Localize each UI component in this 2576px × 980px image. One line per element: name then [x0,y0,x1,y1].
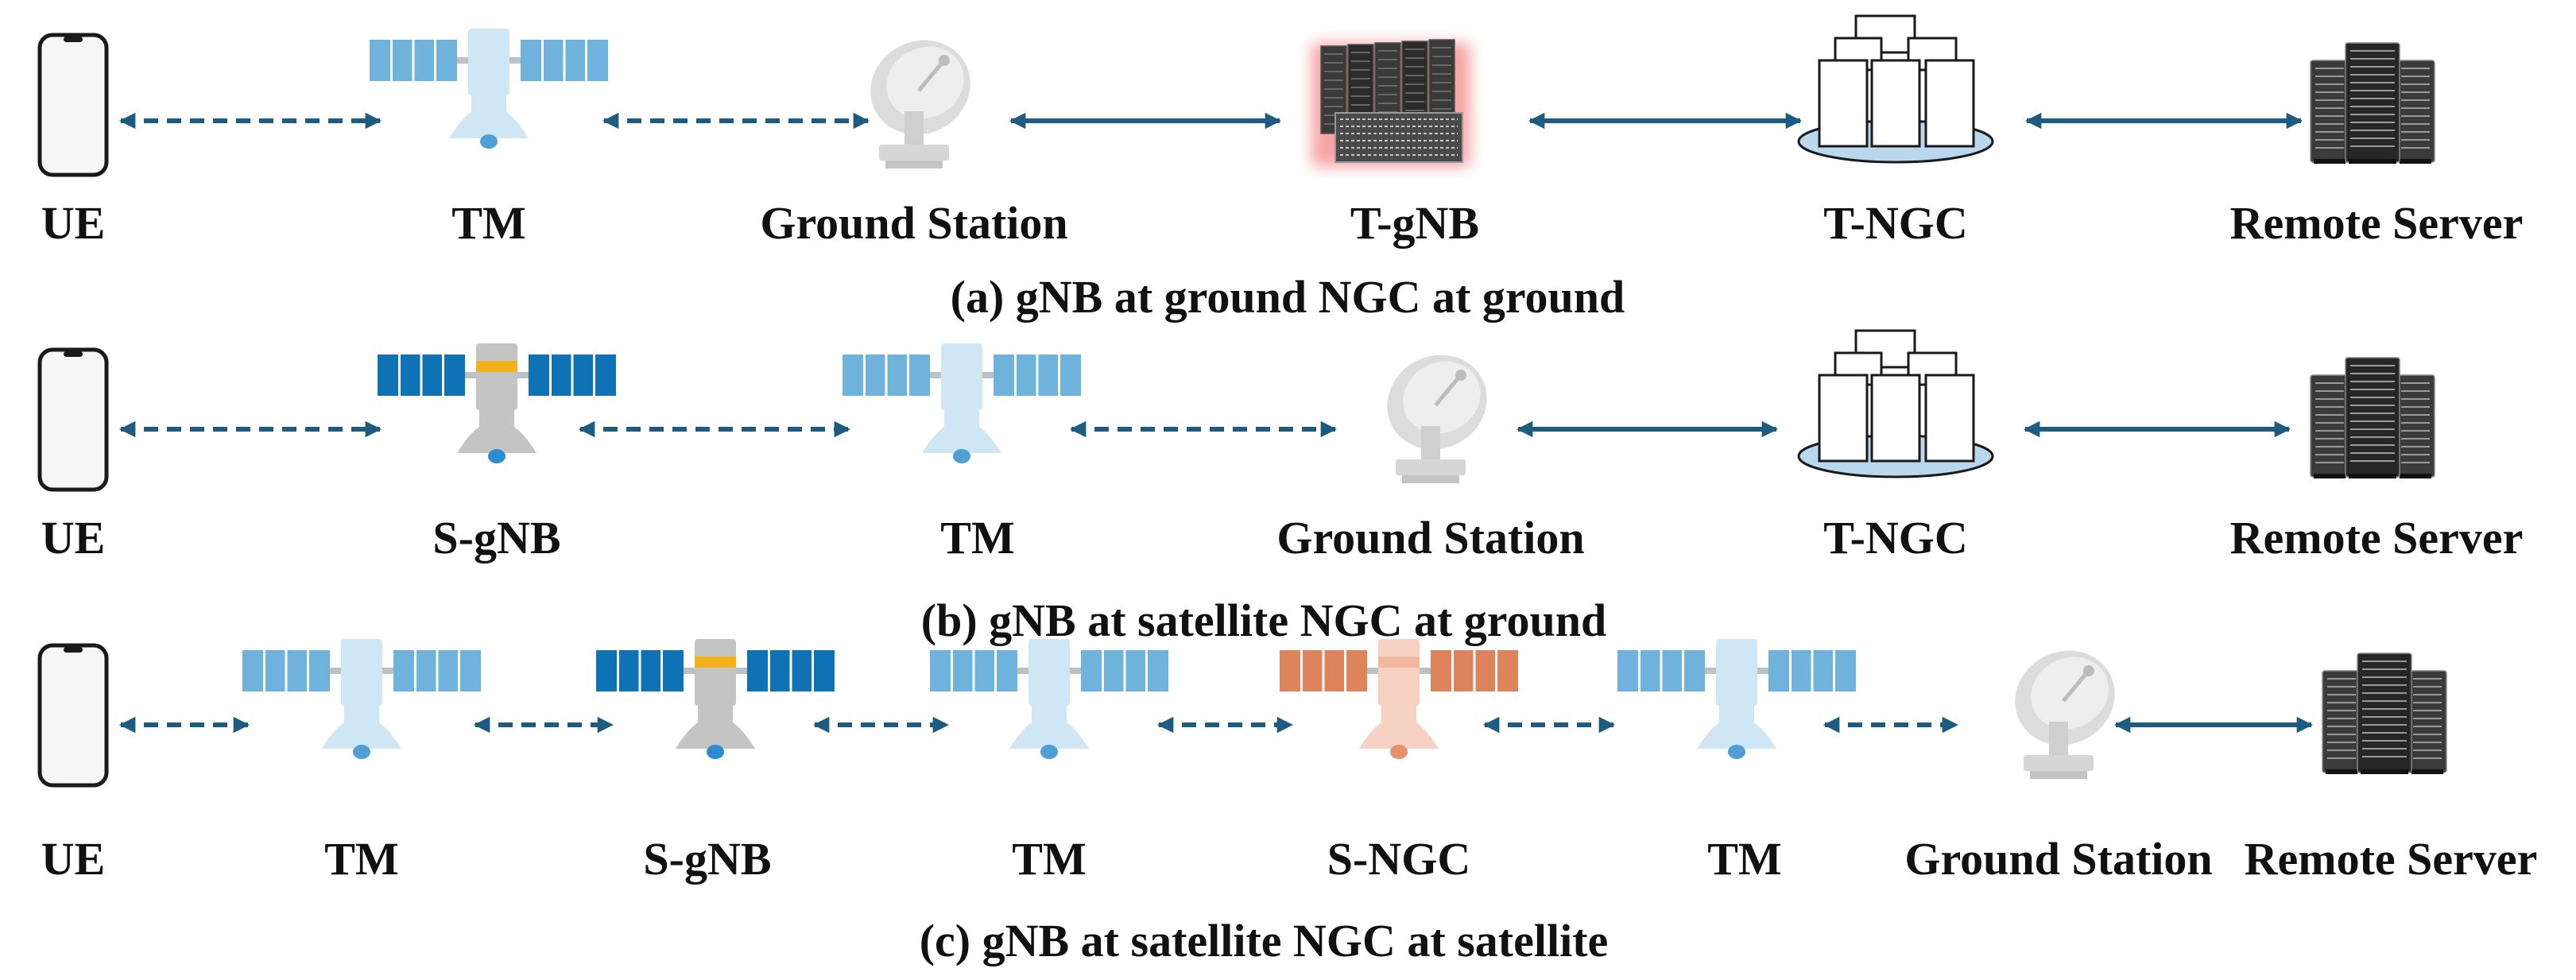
row-caption: (a) gNB at ground NGC at ground [950,271,1625,323]
base-station-rack-icon [1311,39,1470,167]
phone-icon [37,33,109,177]
node-label: TM [1012,833,1087,885]
links-layer [118,112,2314,734]
node-label: Ground Station [1904,833,2213,885]
node-label: Ground Station [1276,512,1585,564]
satellite-tm-icon [1617,639,1856,759]
node-label: UE [41,197,106,249]
node-label: Remote Server [2229,197,2524,249]
satellite-tm-icon [930,639,1168,759]
node-label: Remote Server [2229,512,2524,564]
core-network-icon [1797,14,1994,164]
node-label: TM [451,197,526,249]
node-label: S-gNB [432,512,561,564]
satellite-tm-icon [242,639,481,759]
node-label: T-gNB [1350,197,1480,249]
node-label: TM [1707,833,1782,885]
satellite-ngc-icon [1280,639,1518,759]
phone-icon [37,347,109,492]
satellite-tm-icon [843,343,1081,463]
satellite-dish-icon [1387,354,1487,483]
satellite-dish-icon [2015,650,2115,779]
server-rack-icon [2310,357,2435,478]
node-label: Remote Server [2244,833,2538,885]
phone-icon [37,643,109,788]
icons-layer [37,14,2447,788]
node-label: TM [324,833,399,885]
server-rack-icon [2310,42,2435,164]
node-label: Ground Station [760,197,1068,249]
row-caption: (b) gNB at satellite NGC at ground [920,595,1607,646]
node-label: T-NGC [1823,197,1968,249]
satellite-dish-icon [870,40,970,168]
satellite-tm-icon [370,29,608,149]
core-network-icon [1797,329,1994,478]
node-label: UE [41,512,106,564]
satellite-gnb-icon [378,343,616,463]
satellite-gnb-icon [596,639,835,759]
node-label: UE [41,833,106,885]
server-rack-icon [2322,653,2447,774]
row-caption: (c) gNB at satellite NGC at satellite [919,915,1609,966]
node-label: S-gNB [643,833,772,885]
node-label: T-NGC [1823,512,1968,564]
node-label: S-NGC [1327,833,1471,885]
node-label: TM [940,512,1015,564]
